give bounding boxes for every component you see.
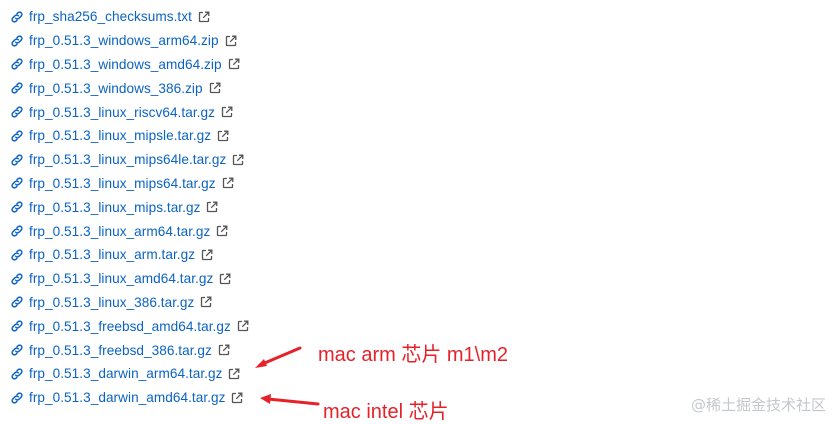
file-link[interactable]: frp_0.51.3_linux_mipsle.tar.gz — [29, 128, 212, 144]
link-icon — [11, 368, 23, 380]
external-link-icon[interactable] — [201, 249, 213, 261]
file-link[interactable]: frp_sha256_checksums.txt — [29, 9, 192, 25]
file-link[interactable]: frp_0.51.3_darwin_amd64.tar.gz — [29, 390, 226, 406]
link-icon — [11, 130, 23, 142]
external-link-icon[interactable] — [231, 392, 243, 404]
link-icon — [11, 82, 23, 94]
external-link-icon[interactable] — [217, 130, 229, 142]
file-link[interactable]: frp_0.51.3_linux_arm64.tar.gz — [29, 223, 211, 239]
file-link[interactable]: frp_0.51.3_linux_arm.tar.gz — [29, 247, 196, 263]
release-assets-list: frp_sha256_checksums.txt frp_0.51.3_wind… — [10, 5, 249, 410]
annotation-mac-intel: mac intel 芯片 — [323, 401, 449, 423]
link-icon — [11, 249, 23, 261]
list-item: frp_0.51.3_linux_riscv64.tar.gz — [10, 100, 249, 124]
external-link-icon[interactable] — [209, 82, 221, 94]
list-item: frp_0.51.3_windows_arm64.zip — [10, 29, 249, 53]
list-item: frp_0.51.3_freebsd_386.tar.gz — [10, 338, 249, 362]
link-icon — [11, 392, 23, 404]
list-item: frp_0.51.3_windows_amd64.zip — [10, 53, 249, 77]
external-link-icon[interactable] — [198, 11, 210, 23]
list-item: frp_0.51.3_freebsd_amd64.tar.gz — [10, 314, 249, 338]
list-item: frp_0.51.3_linux_mips.tar.gz — [10, 195, 249, 219]
list-item: frp_0.51.3_windows_386.zip — [10, 76, 249, 100]
link-icon — [11, 273, 23, 285]
external-link-icon[interactable] — [216, 225, 228, 237]
list-item: frp_0.51.3_linux_mipsle.tar.gz — [10, 124, 249, 148]
link-icon — [11, 58, 23, 71]
list-item: frp_0.51.3_linux_arm.tar.gz — [10, 243, 249, 267]
list-item: frp_0.51.3_linux_amd64.tar.gz — [10, 267, 249, 291]
file-link[interactable]: frp_0.51.3_linux_mips64le.tar.gz — [29, 152, 227, 168]
link-icon — [11, 320, 23, 332]
list-item: frp_0.51.3_linux_arm64.tar.gz — [10, 219, 249, 243]
file-link[interactable]: frp_0.51.3_linux_mips64.tar.gz — [29, 175, 216, 191]
external-link-icon[interactable] — [219, 273, 231, 285]
external-link-icon[interactable] — [218, 344, 230, 356]
link-icon — [11, 177, 23, 190]
link-icon — [11, 296, 23, 308]
file-link[interactable]: frp_0.51.3_freebsd_386.tar.gz — [29, 342, 212, 358]
external-link-icon[interactable] — [206, 201, 218, 213]
external-link-icon[interactable] — [200, 296, 212, 308]
list-item: frp_0.51.3_darwin_amd64.tar.gz — [10, 386, 249, 410]
list-item: frp_0.51.3_darwin_arm64.tar.gz — [10, 362, 249, 386]
link-icon — [11, 11, 23, 23]
file-link[interactable]: frp_0.51.3_freebsd_amd64.tar.gz — [29, 318, 231, 334]
arrow-icon — [255, 346, 302, 368]
file-link[interactable]: frp_0.51.3_darwin_arm64.tar.gz — [29, 366, 223, 382]
external-link-icon[interactable] — [228, 368, 240, 380]
arrow-icon — [260, 394, 320, 406]
file-link[interactable]: frp_0.51.3_linux_riscv64.tar.gz — [29, 104, 215, 120]
list-item: frp_sha256_checksums.txt — [10, 5, 249, 29]
annotation-mac-arm: mac arm 芯片 m1\m2 — [318, 344, 509, 366]
file-link[interactable]: frp_0.51.3_windows_amd64.zip — [29, 56, 222, 72]
external-link-icon[interactable] — [225, 35, 237, 47]
external-link-icon[interactable] — [232, 154, 244, 166]
link-icon — [11, 344, 23, 356]
link-icon — [11, 225, 23, 237]
link-icon — [11, 154, 23, 166]
file-link[interactable]: frp_0.51.3_windows_arm64.zip — [29, 33, 219, 49]
file-link[interactable]: frp_0.51.3_linux_amd64.tar.gz — [29, 271, 214, 287]
link-icon — [11, 35, 23, 47]
list-item: frp_0.51.3_linux_mips64.tar.gz — [10, 172, 249, 196]
external-link-icon[interactable] — [228, 58, 240, 70]
link-icon — [11, 201, 23, 213]
list-item: frp_0.51.3_linux_386.tar.gz — [10, 291, 249, 315]
external-link-icon[interactable] — [221, 106, 233, 118]
watermark: @稀土掘金技术社区 — [690, 396, 826, 414]
external-link-icon[interactable] — [222, 177, 234, 189]
file-link[interactable]: frp_0.51.3_linux_mips.tar.gz — [29, 199, 201, 215]
external-link-icon[interactable] — [237, 320, 249, 332]
file-link[interactable]: frp_0.51.3_linux_386.tar.gz — [29, 294, 195, 310]
file-link[interactable]: frp_0.51.3_windows_386.zip — [29, 80, 203, 96]
list-item: frp_0.51.3_linux_mips64le.tar.gz — [10, 148, 249, 172]
link-icon — [11, 106, 23, 118]
